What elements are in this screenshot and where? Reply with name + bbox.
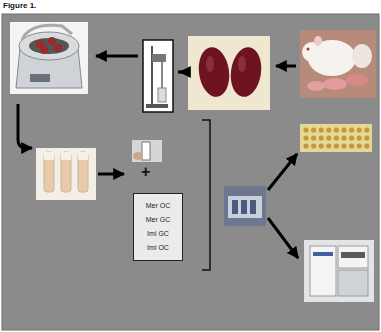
incubator-picture [224,186,266,226]
well [341,127,346,132]
well [357,127,362,132]
flow-arrow [18,104,32,148]
well [311,135,316,140]
flow-arrow [276,65,296,68]
well [326,135,331,140]
well [334,135,339,140]
flow-arrow [178,71,184,74]
figure-title: Figure 1. [3,1,36,10]
bracket [202,120,210,270]
compound-box: Mer OC Mer GC Imi GC Imi OC [133,193,183,261]
well [349,143,354,148]
flow-arrow [98,173,124,176]
homogenizer-picture [143,40,173,112]
well [334,127,339,132]
well [303,127,308,132]
well [341,143,346,148]
well [326,143,331,148]
gray-panel [2,14,379,330]
well [311,143,316,148]
well [303,135,308,140]
tubes-picture [36,148,96,200]
well [303,143,308,148]
mouse-picture [300,30,376,98]
well-plate-picture [300,124,372,152]
well [349,135,354,140]
plus-sign: + [141,164,150,180]
well [311,127,316,132]
well [364,135,369,140]
well [334,143,339,148]
well [357,143,362,148]
hplc-picture [304,240,374,302]
well [349,127,354,132]
kidneys-picture [188,36,270,110]
flow-arrow [268,218,298,258]
well [319,127,324,132]
well [357,135,362,140]
flow-arrow [96,55,138,58]
compound-label: Imi OC [147,243,169,252]
compound-label: Imi GC [147,229,169,238]
well [364,143,369,148]
flow-arrow [268,154,297,190]
vial-picture [132,140,162,162]
compound-label: Mer OC [146,201,171,210]
well [341,135,346,140]
well [364,127,369,132]
centrifuge-picture [10,22,88,94]
well [319,143,324,148]
well [326,127,331,132]
compound-label: Mer GC [146,215,171,224]
well [319,135,324,140]
